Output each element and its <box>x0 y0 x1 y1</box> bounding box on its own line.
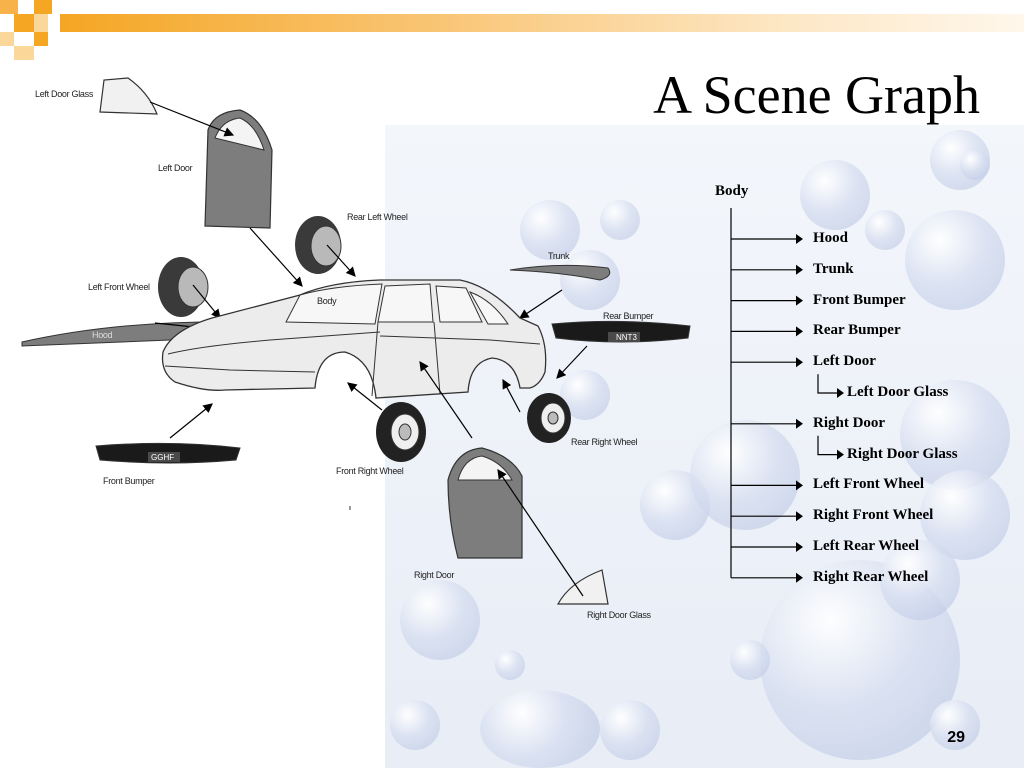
left-door-glass-part <box>99 77 158 115</box>
left-front-wheel-part <box>158 257 209 317</box>
label-rear-right-wheel: Rear Right Wheel <box>571 437 638 447</box>
tree-node-label: Front Bumper <box>813 291 906 308</box>
tree-node-2-arrowhead <box>796 295 803 306</box>
label-right-door: Right Door <box>414 570 455 580</box>
tree-node-7-arrowhead <box>796 511 803 522</box>
corner-decoration <box>0 0 70 60</box>
label-right-door-glass: Right Door Glass <box>587 610 651 620</box>
label-rear-bumper: Rear Bumper <box>603 311 654 321</box>
car-body-part <box>161 279 547 399</box>
label-hood: Hood <box>92 330 113 340</box>
tree-node-5-arrowhead <box>796 418 803 429</box>
right-door-glass-part <box>556 569 609 605</box>
tree-node-9-arrowhead <box>796 572 803 583</box>
rear-right-wheel-part <box>527 393 571 443</box>
tree-node-label: Right Front Wheel <box>813 507 934 524</box>
tree-subnode-5-connector <box>817 435 838 456</box>
tree-root-body: Body <box>715 183 749 199</box>
label-left-front-wheel: Left Front Wheel <box>88 282 150 292</box>
label-trunk: Trunk <box>548 251 570 261</box>
tree-node-3-arrowhead <box>796 326 803 337</box>
tree-node-6-arrowhead <box>796 480 803 491</box>
tree-node-label: Right Door <box>813 414 886 431</box>
tree-node-8-arrowhead <box>796 542 803 552</box>
rear-left-wheel-part <box>295 216 342 274</box>
header-bar <box>60 14 1024 32</box>
tree-node-label: Rear Bumper <box>813 322 901 339</box>
label-left-door: Left Door <box>158 163 193 173</box>
trunk-part <box>509 264 611 281</box>
tree-node-label: Trunk <box>813 260 854 277</box>
front-bumper-part: GGHF <box>95 442 241 464</box>
front-right-wheel-part <box>376 402 426 462</box>
tree-node-1-arrowhead <box>796 264 803 275</box>
label-rear-left-wheel: Rear Left Wheel <box>347 212 408 222</box>
page-number: 29 <box>947 729 965 746</box>
tree-node-label: Left Rear Wheel <box>813 538 920 554</box>
tree-subnode-4-arrowhead <box>837 388 844 398</box>
rear-bumper-part: NNT3 <box>551 320 691 343</box>
label-body: Body <box>317 296 337 306</box>
tree-node-label: Left Front Wheel <box>813 476 925 493</box>
tree-node-4-arrowhead <box>796 357 803 368</box>
tree-node-0-arrowhead <box>796 234 803 244</box>
svg-text:NNT3: NNT3 <box>616 333 637 342</box>
slide-title: A Scene Graph <box>653 65 980 125</box>
tree-subnode-5-arrowhead <box>837 449 844 460</box>
tree-node-label: Left Door <box>813 353 876 370</box>
tree-node-label: Hood <box>813 230 849 246</box>
tree-subnode-4-connector <box>817 374 838 394</box>
tree-node-label: Right Rear Wheel <box>813 568 929 585</box>
tree-subnode-label: Left Door Glass <box>847 384 949 400</box>
label-front-right-wheel: Front Right Wheel <box>336 466 404 476</box>
svg-text:GGHF: GGHF <box>151 453 174 462</box>
tree-subnode-label: Right Door Glass <box>847 445 958 462</box>
label-front-bumper: Front Bumper <box>103 476 155 486</box>
label-left-door-glass: Left Door Glass <box>35 89 94 99</box>
